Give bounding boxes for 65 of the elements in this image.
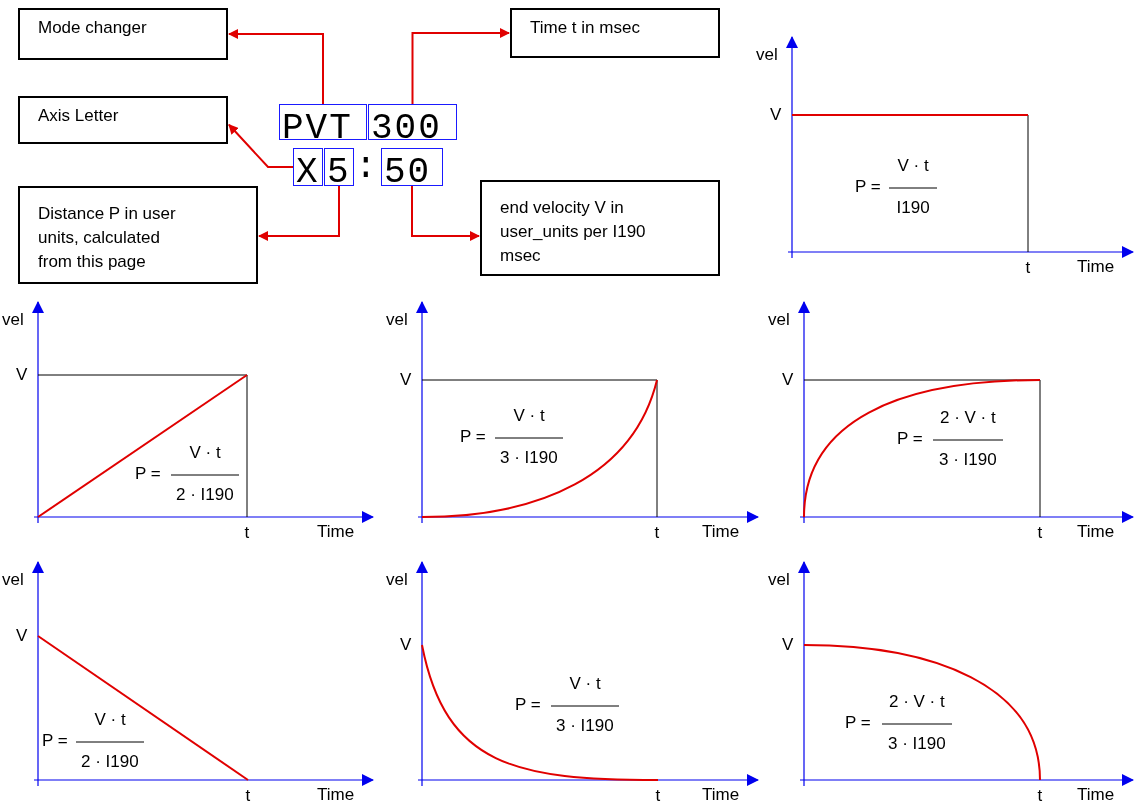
tick-label: V <box>782 635 794 655</box>
axis-title: vel <box>2 310 24 330</box>
formula-text: P = <box>845 713 871 733</box>
axis-title: Time <box>1077 785 1115 805</box>
arrow <box>411 28 510 105</box>
axis-title: Time <box>1077 522 1115 542</box>
formula-text: V · t <box>897 156 929 176</box>
callout-box: end velocity V in user_units per I190 msec <box>480 180 720 276</box>
command-colon: : <box>355 150 377 186</box>
tick-label: t <box>1025 258 1031 278</box>
formula-text: 2 · I190 <box>176 485 234 505</box>
tick-label: V <box>16 626 28 646</box>
tick-label: V <box>16 365 28 385</box>
command-segment-box: PVT <box>279 104 367 140</box>
callout-box: Axis Letter <box>18 96 228 144</box>
tick-label: t <box>244 523 250 543</box>
axis-title: Time <box>1077 257 1115 277</box>
callout-box: Time t in msec <box>510 8 720 58</box>
formula-text: 2 · V · t <box>940 408 996 428</box>
tick-label: t <box>654 523 660 543</box>
formula-text: 2 · V · t <box>889 692 945 712</box>
formula-text: P = <box>460 427 486 447</box>
command-segment-box: 5 <box>324 148 354 186</box>
formula-text: P = <box>135 464 161 484</box>
tick-label: V <box>770 105 782 125</box>
axis-title: Time <box>702 785 740 805</box>
arrow <box>411 185 480 241</box>
callout-box: Distance P in user units, calculated from this page <box>18 186 258 284</box>
formula-text: P = <box>515 695 541 715</box>
arrow <box>258 185 340 241</box>
formula-text: V · t <box>94 710 126 730</box>
callout-box: Mode changer <box>18 8 228 60</box>
arrow <box>228 123 294 168</box>
command-segment-box: X <box>293 148 323 186</box>
command-segment-box: 300 <box>368 104 457 140</box>
command-segment-box: 50 <box>381 148 443 186</box>
formula-text: V · t <box>189 443 221 463</box>
formula-text: 3 · I190 <box>939 450 997 470</box>
axis-title: vel <box>756 45 778 65</box>
formula-text: 2 · I190 <box>81 752 139 772</box>
formula-text: V · t <box>569 674 601 694</box>
formula-text: 3 · I190 <box>500 448 558 468</box>
tick-label: t <box>245 786 251 806</box>
axis-title: Time <box>317 785 355 805</box>
axis-title: vel <box>2 570 24 590</box>
tick-label: t <box>1037 786 1043 806</box>
axis-title: vel <box>386 310 408 330</box>
formula-text: I190 <box>896 198 930 218</box>
axis-title: vel <box>386 570 408 590</box>
formula-text: P = <box>897 429 923 449</box>
axis-title: vel <box>768 570 790 590</box>
formula-text: 3 · I190 <box>556 716 614 736</box>
tick-label: t <box>1037 523 1043 543</box>
axis-title: vel <box>768 310 790 330</box>
axis-title: Time <box>702 522 740 542</box>
formula-text: 3 · I190 <box>888 734 946 754</box>
tick-label: V <box>400 635 412 655</box>
axis-title: Time <box>317 522 355 542</box>
formula-text: P = <box>855 177 881 197</box>
formula-text: V · t <box>513 406 545 426</box>
tick-label: t <box>655 786 661 806</box>
tick-label: V <box>782 370 794 390</box>
arrow <box>228 29 324 105</box>
tick-label: V <box>400 370 412 390</box>
formula-text: P = <box>42 731 68 751</box>
